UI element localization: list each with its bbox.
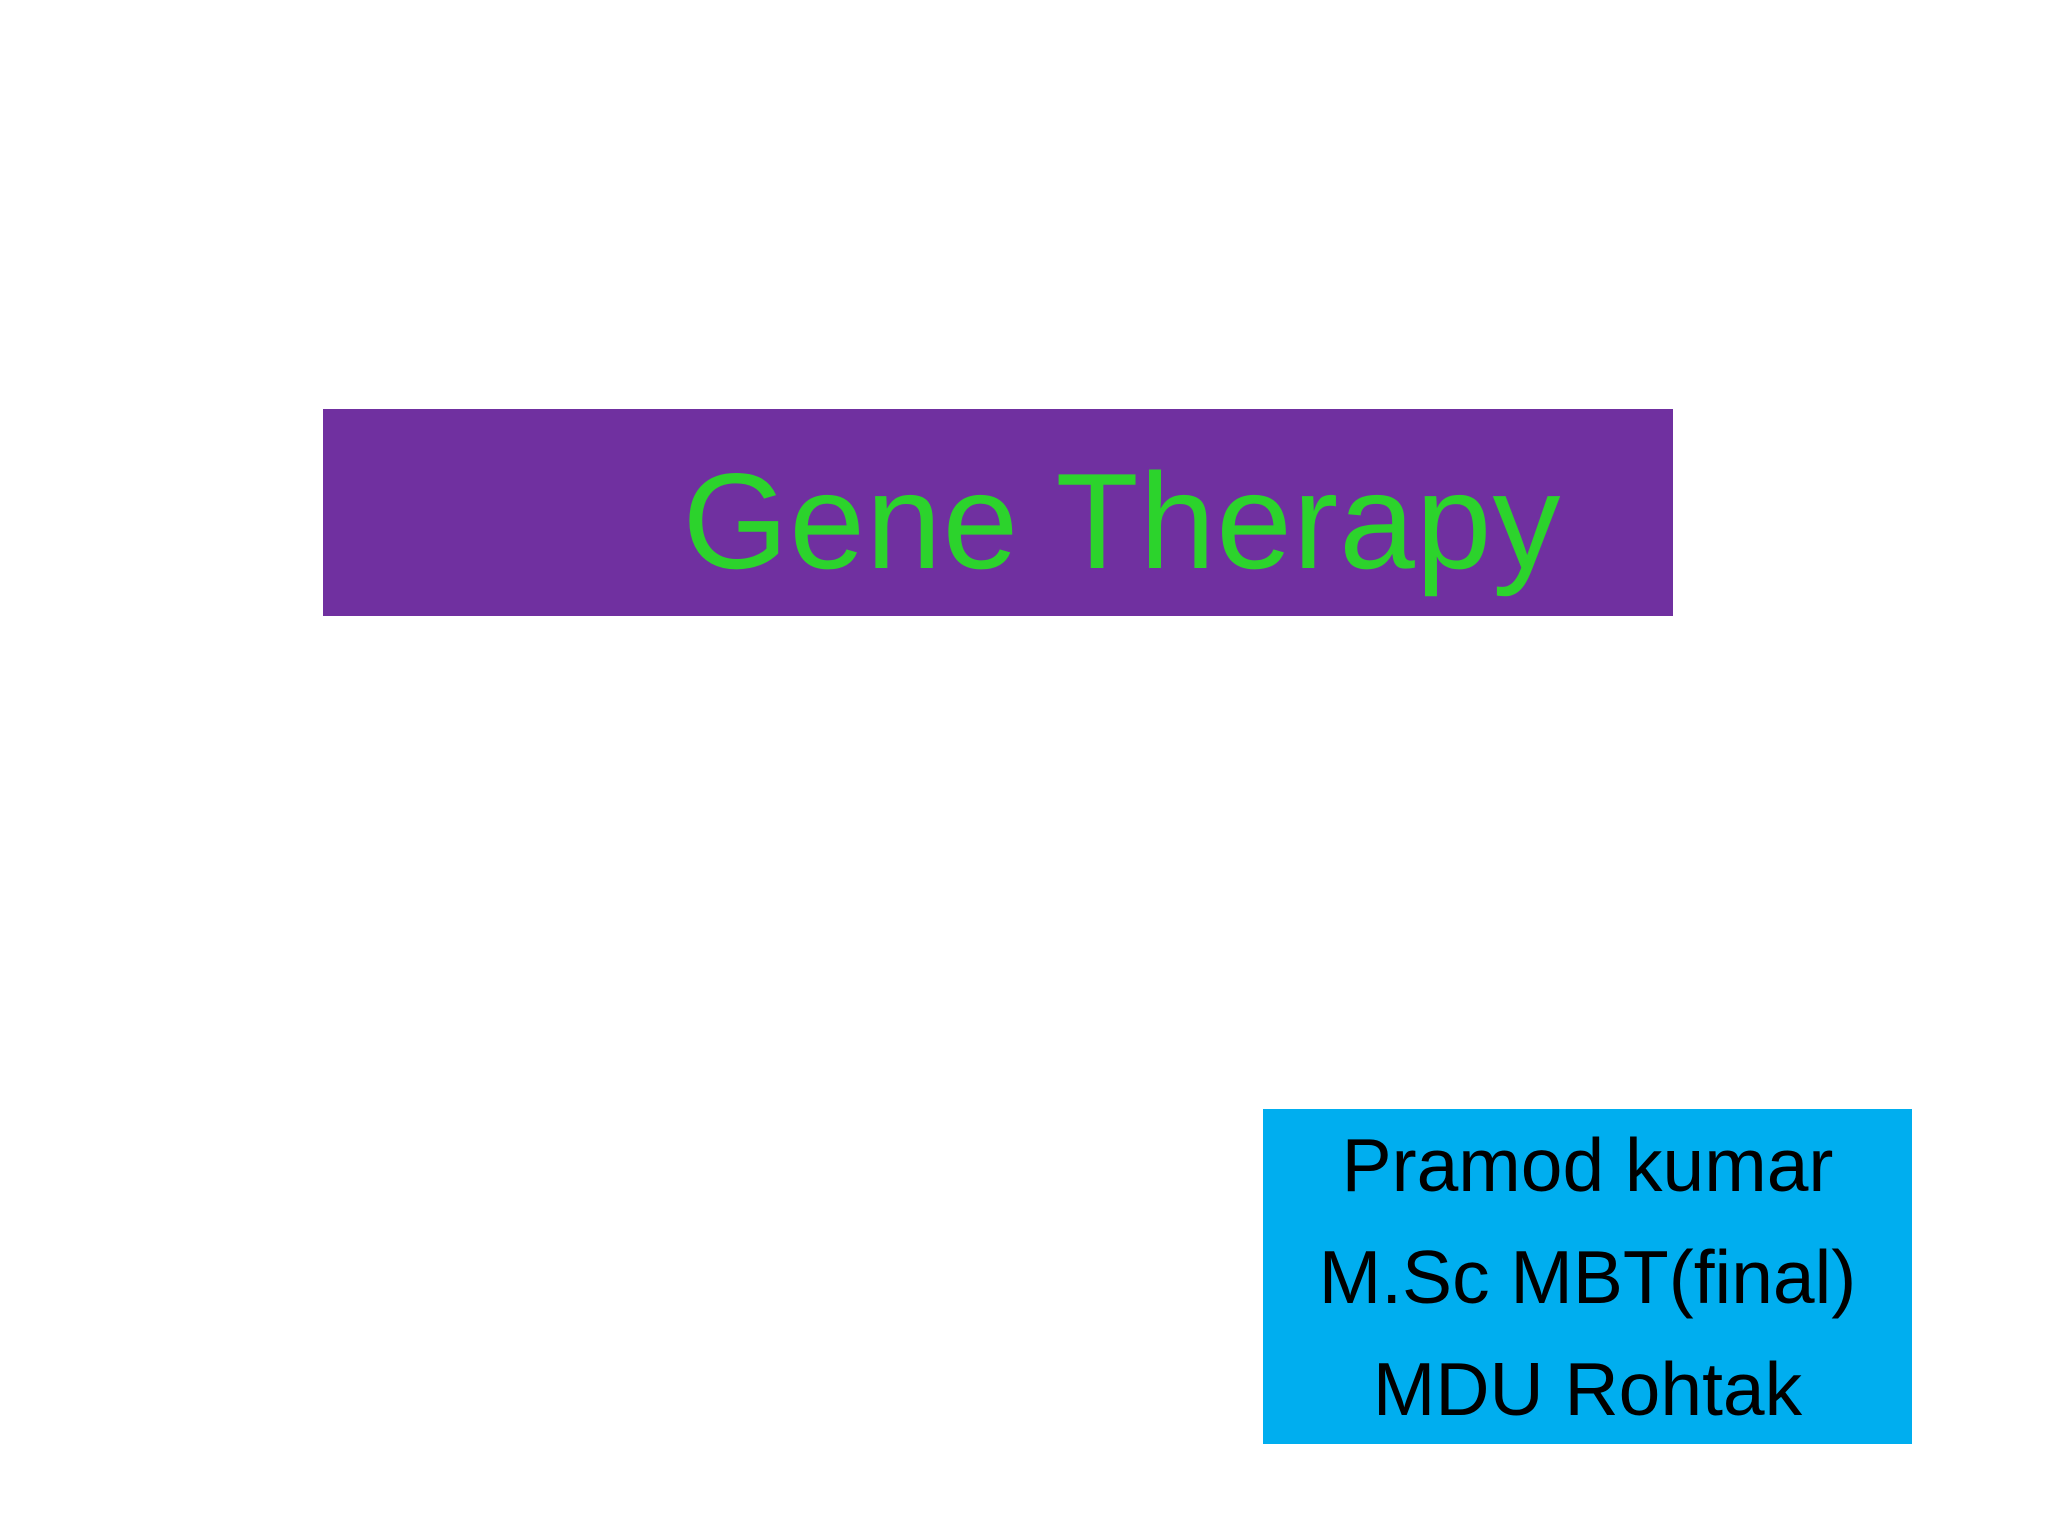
author-university: MDU Rohtak <box>1372 1346 1803 1431</box>
author-name: Pramod kumar <box>1341 1122 1834 1207</box>
title-banner: Gene Therapy <box>323 409 1673 616</box>
author-credit-box: Pramod kumar M.Sc MBT(final) MDU Rohtak <box>1263 1109 1912 1444</box>
slide-title: Gene Therapy <box>682 444 1562 597</box>
author-degree: M.Sc MBT(final) <box>1318 1234 1857 1319</box>
